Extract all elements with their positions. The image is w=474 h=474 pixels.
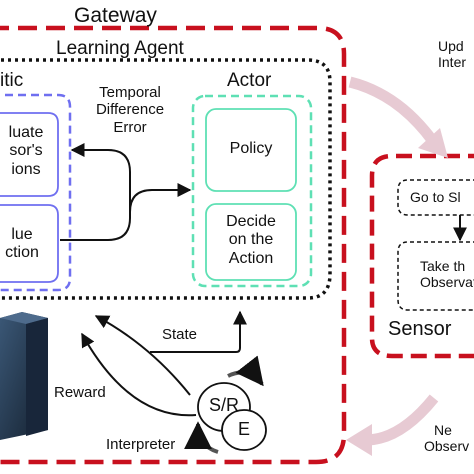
sr-cycle-arrow-top (227, 355, 264, 387)
new-obs-arrow-head (346, 424, 372, 456)
critic-value-line2: ction (5, 244, 39, 262)
td-error-line2: Difference (95, 101, 165, 119)
actor-decide-line2: on the (228, 231, 274, 249)
gateway-title: Gateway (74, 4, 157, 27)
update-line2: Inter (438, 54, 467, 71)
state-arrow-to-critic (94, 315, 191, 396)
actor-decide-line1: Decide (226, 213, 276, 230)
sr-cycle-arrow-bottom (184, 421, 219, 454)
update-label: Upd Inter (438, 38, 466, 70)
sensor-goto-label: Go to Sl (410, 189, 461, 205)
td-error-line1: Temporal (99, 84, 161, 101)
new-obs-arrow (365, 394, 439, 446)
critic-evaluate-box (0, 112, 59, 197)
td-error-arrow-to-actor (60, 183, 192, 241)
update-arrow-head (418, 128, 448, 158)
new-obs-line2: Observ (424, 438, 470, 455)
e-label: E (237, 419, 250, 439)
actor-decide-label: Decide on the Action (206, 213, 296, 268)
critic-evaluate-line2: sor's (9, 142, 43, 160)
critic-value-label: lue ction (0, 226, 48, 263)
critic-box (0, 93, 72, 292)
td-error-line3: Error (113, 118, 147, 136)
actor-decide-box (205, 203, 297, 281)
critic-title: itic (0, 70, 24, 91)
critic-evaluate-line1: luate (8, 124, 44, 141)
update-arrow (348, 76, 437, 144)
critic-value-box (0, 204, 59, 283)
sr-label: S/R (208, 395, 239, 415)
learning-agent-boundary (0, 58, 332, 300)
sensor-box (369, 153, 474, 359)
update-line1: Upd (438, 38, 464, 54)
sensor-take-box (397, 241, 474, 311)
critic-evaluate-line3: ions (11, 160, 41, 178)
new-obs-label: Ne Observ (424, 422, 469, 454)
sensor-goto-box (397, 179, 474, 216)
actor-policy-label: Policy (229, 140, 273, 157)
sensor-take-label: Take th Observat (420, 258, 474, 290)
new-obs-line1: Ne (434, 422, 452, 438)
sensor-take-line2: Observat (420, 274, 474, 291)
actor-title: Actor (227, 70, 272, 91)
state-line (150, 313, 241, 353)
gateway-boundary (0, 25, 347, 465)
reward-label: Reward (54, 384, 106, 401)
td-error-label: Temporal Difference Error (82, 84, 178, 136)
actor-decide-line3: Action (228, 249, 274, 267)
actor-policy-box (205, 108, 297, 192)
actor-box (191, 94, 313, 288)
td-error-arrow-to-critic (70, 143, 131, 173)
sensor-take-line1: Take th (420, 258, 466, 274)
reward-arrow (81, 332, 197, 417)
critic-value-line1: lue (11, 226, 33, 243)
sensor-title: Sensor (388, 318, 452, 340)
interpreter-label: Interpreter (106, 436, 176, 453)
device-image (0, 312, 48, 440)
state-label: State (162, 326, 198, 343)
critic-evaluate-label: luate sor's ions (0, 124, 56, 179)
learning-agent-title: Learning Agent (56, 38, 184, 59)
e-bubble (221, 409, 267, 451)
